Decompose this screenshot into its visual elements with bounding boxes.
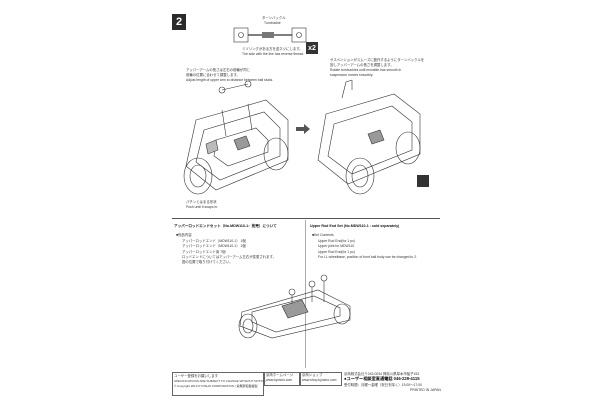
- footer-spec-notice: SPECIFICATIONS ARE SUBJECT TO CHANGE WIT…: [174, 379, 266, 383]
- snap-caption-jp: パチンとはまる形状: [186, 200, 217, 204]
- set-contents-note-1-en: For LL wheelbase, position of front ball…: [318, 255, 418, 259]
- footer-copyright: © Copyright 2013 KYOSHO CORPORATION / 禁無…: [174, 384, 258, 388]
- turnbuckle-note-en: The side with the line has reverse threa…: [242, 52, 305, 56]
- turnbuckle-label-en: Turnbuckle: [264, 21, 281, 25]
- set-contents-label-jp: ■別品内容: [176, 233, 192, 237]
- shop-web-box[interactable]: [300, 372, 342, 386]
- left-note-jp-1: アッパーアームの長さは左右の前輪が同じ: [186, 68, 250, 72]
- upper-rod-end-title-en: Upper Rod End Set (No.MDW110-1 : sold se…: [310, 224, 400, 228]
- right-note-jp-1: サスペンションがスムーズに動作するようにターンバックルを: [330, 58, 425, 62]
- set-contents-note-2-jp: 図の位置で取り付けてください。: [182, 260, 233, 264]
- footer-register: ユーザー登録をお願いします: [174, 374, 219, 378]
- set-contents-row-2-jp: アッパーロッドエンド（MDW110-1） 1個: [182, 244, 246, 248]
- tool-icon: [417, 175, 429, 187]
- kyosho-web-box[interactable]: [264, 372, 300, 386]
- footer-printed: PRINTED IN JAPAN: [410, 388, 441, 392]
- right-note-en-2: suspension moves smoothly.: [330, 73, 374, 77]
- kyosho-web-label: 京商ホームページ: [266, 373, 293, 377]
- section-divider: [172, 218, 440, 219]
- chassis-illustration-right: [317, 79, 421, 195]
- footer-company: 京商株式会社〒243-0034 神奈川県厚木市船子153: [344, 372, 420, 376]
- step-number-badge: 2: [172, 14, 186, 30]
- set-contents-row-1-en: Upper Rod End(for 1 pc): [318, 239, 355, 243]
- turnbuckle-label-jp: ターンバックル: [262, 16, 286, 20]
- set-contents-row-2-en: Upper joint for MDW110: [318, 244, 355, 248]
- right-note-jp-2: 回しアッパーアームの長さを調整します。: [330, 63, 394, 67]
- chassis-illustration-bottom: [238, 274, 351, 339]
- column-divider: [305, 220, 306, 368]
- chassis-illustration-left: [183, 80, 289, 195]
- footer-hotline: ●ユーザー相談室直通電話 046-229-4115: [344, 376, 420, 381]
- upper-rod-end-title-jp: アッパーロッドエンドセット（No.MDW110-1：別売）について: [174, 224, 277, 228]
- set-contents-row-1-jp: アッパーロッドエンド（MDW110-1） 1個: [182, 239, 246, 243]
- right-arrow-icon: [296, 124, 310, 134]
- set-contents-note-1-jp: ロッドエンドについてはアッパーアーム左右が変更されます。: [182, 255, 276, 259]
- shop-web-label: 京商ショップ: [302, 373, 323, 377]
- snap-caption-en: Push until it snaps in.: [186, 205, 219, 209]
- set-contents-row-3-en: Upper Rod End(for 1 pc): [318, 250, 355, 254]
- footer-notice-box: [172, 372, 264, 396]
- left-note-jp-2: 前輪の位置に合わせて調整します。: [186, 73, 240, 77]
- set-contents-row-3-jp: アッパーロッドエンド用 7個: [182, 250, 226, 254]
- turnbuckle-note-jp: ミゾリングがある方を逆ネジにします。: [242, 47, 303, 51]
- footer-hours: 受付時間：月曜〜金曜（祝日を除く）13:00〜17:00: [344, 383, 422, 387]
- right-note-en-1: Rotate turnbuckles until movable has smo…: [330, 68, 402, 72]
- turnbuckle-illustration: [233, 27, 307, 43]
- kyosho-web-url[interactable]: www.kyosho.com: [266, 378, 293, 382]
- manual-page: [160, 8, 442, 392]
- left-note-en: Adjust length of upper arm to distance b…: [186, 78, 274, 82]
- set-contents-label-en: ■Set Contents: [312, 233, 334, 237]
- shop-web-url[interactable]: www.shop.kyosho.com: [302, 378, 337, 382]
- quantity-badge: x2: [306, 42, 318, 54]
